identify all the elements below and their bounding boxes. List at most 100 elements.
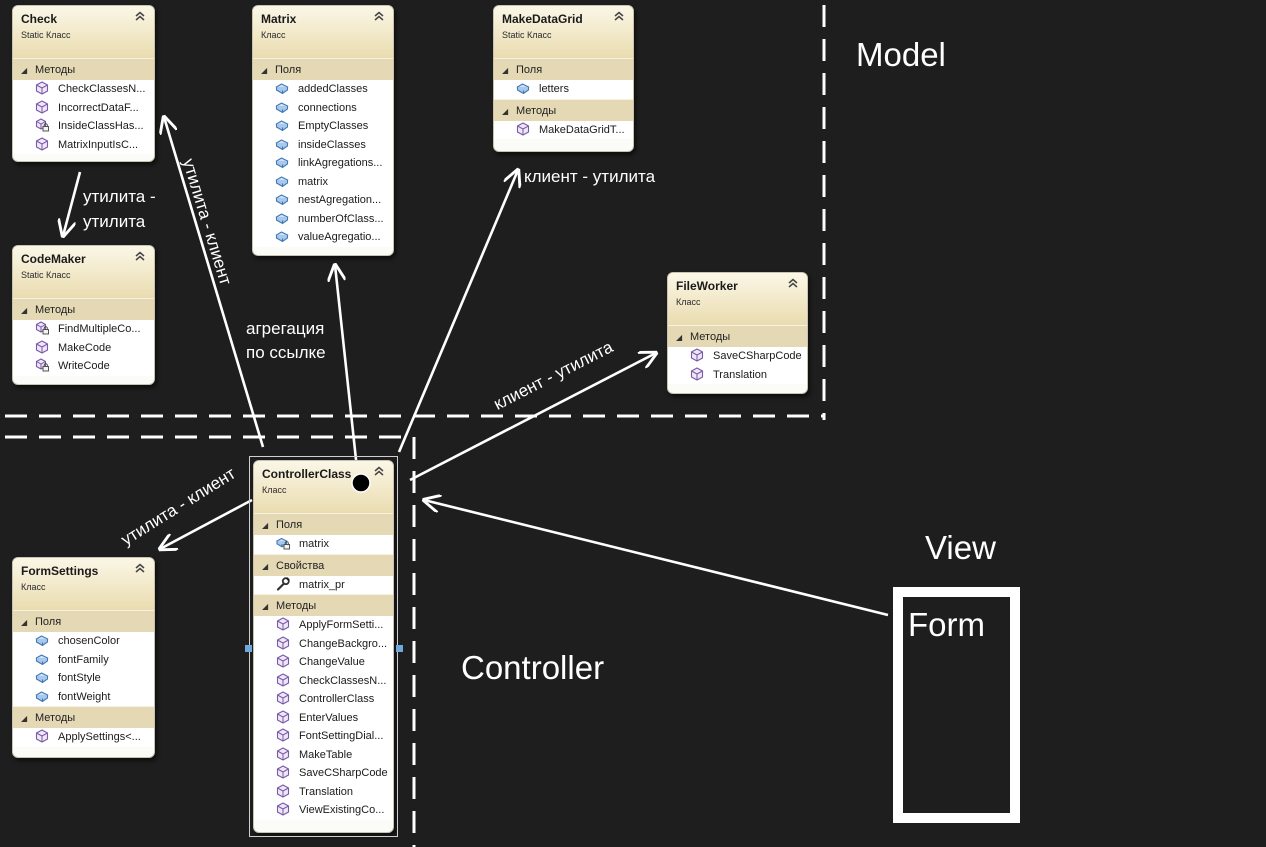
arrow-controller-to-fileworker — [409, 353, 656, 482]
section-header[interactable]: ◢Методы — [668, 325, 807, 347]
section-header[interactable]: ◢Поля — [253, 58, 393, 80]
class-member[interactable]: WriteCode — [13, 357, 154, 376]
class-member[interactable]: addedClasses — [253, 80, 393, 99]
class-member[interactable]: chosenColor — [13, 632, 154, 651]
class-member[interactable]: SaveCSharpCode — [254, 764, 393, 783]
class-member[interactable]: ApplySettings<... — [13, 728, 154, 747]
section-header[interactable]: ◢Методы — [13, 298, 154, 320]
method-icon — [276, 672, 290, 687]
class-member[interactable]: SaveCSharpCode — [668, 347, 807, 366]
section-header[interactable]: ◢Методы — [13, 706, 154, 728]
collapse-chevrons-icon[interactable] — [613, 10, 625, 24]
class-member[interactable]: ViewExistingCo... — [254, 801, 393, 820]
field-icon — [275, 155, 289, 169]
class-member[interactable]: fontFamily — [13, 650, 154, 669]
class-member[interactable]: matrix_pr — [254, 575, 393, 594]
class-member[interactable]: matrix — [254, 535, 393, 554]
class-member[interactable]: MakeTable — [254, 745, 393, 764]
section-header[interactable]: ◢Поля — [254, 513, 393, 535]
member-name: IncorrectDataF... — [58, 101, 139, 114]
class-member[interactable]: linkAgregations... — [253, 154, 393, 173]
collapse-triangle-icon[interactable]: ◢ — [502, 106, 509, 116]
collapse-triangle-icon[interactable]: ◢ — [502, 66, 509, 75]
class-member[interactable]: InsideClassHas... — [13, 117, 154, 136]
collapse-triangle-icon[interactable]: ◢ — [262, 561, 269, 571]
section-header[interactable]: ◢Свойства — [254, 553, 393, 576]
collapse-chevrons-icon[interactable] — [787, 277, 799, 291]
class-member[interactable]: CheckClassesN... — [254, 671, 393, 690]
section-title: Поля — [35, 616, 62, 628]
member-name: fontFamily — [58, 653, 109, 666]
class-member[interactable]: numberOfClass... — [253, 209, 393, 228]
class-member[interactable]: EmptyClasses — [253, 117, 393, 136]
class-member[interactable]: FindMultipleCo... — [13, 320, 154, 339]
class-member[interactable]: EnterValues — [254, 708, 393, 727]
class-member[interactable]: valueAgregatio... — [253, 228, 393, 247]
class-member[interactable]: letters — [494, 80, 633, 99]
collapse-chevrons-icon[interactable] — [134, 562, 146, 576]
collapse-triangle-icon[interactable]: ◢ — [262, 602, 269, 611]
class-member[interactable]: ChangeValue — [254, 653, 393, 672]
collapse-triangle-icon[interactable]: ◢ — [262, 521, 269, 530]
class-member[interactable]: ControllerClass — [254, 690, 393, 709]
class-member[interactable]: IncorrectDataF... — [13, 98, 154, 117]
method-icon — [276, 746, 290, 761]
class-member[interactable]: ApplyFormSetti... — [254, 616, 393, 635]
class-member[interactable]: MatrixInputIsC... — [13, 135, 154, 154]
section-header[interactable]: ◢ Поля — [13, 610, 154, 632]
member-name: ApplyFormSetti... — [299, 619, 384, 631]
section-header[interactable]: ◢Методы — [494, 98, 633, 121]
collapse-triangle-icon[interactable]: ◢ — [676, 333, 683, 342]
class-member[interactable]: MakeDataGridT... — [494, 120, 633, 139]
class-member[interactable]: nestAgregation... — [253, 191, 393, 210]
class-member[interactable]: Translation — [254, 782, 393, 801]
section-header[interactable]: ◢Методы — [254, 594, 393, 616]
field-icon — [275, 118, 289, 132]
form-box[interactable] — [893, 587, 1020, 823]
class-member[interactable]: fontStyle — [13, 669, 154, 688]
collapse-chevrons-icon[interactable] — [134, 250, 146, 264]
class-member[interactable]: FontSettingDial... — [254, 727, 393, 746]
member-name: fontWeight — [58, 690, 111, 703]
class-member[interactable]: Translation — [668, 365, 807, 384]
field-icon — [275, 100, 289, 114]
collapse-chevrons-icon[interactable] — [134, 10, 146, 24]
collapse-triangle-icon[interactable]: ◢ — [261, 66, 268, 75]
class-member[interactable]: fontWeight — [13, 687, 154, 706]
collapse-chevrons-icon[interactable] — [373, 465, 385, 479]
class-member[interactable]: matrix — [253, 172, 393, 191]
section-header[interactable]: ◢Поля — [494, 58, 633, 80]
class-member[interactable]: insideClasses — [253, 135, 393, 154]
collapse-triangle-icon[interactable]: ◢ — [21, 618, 28, 627]
class-member[interactable]: MakeCode — [13, 338, 154, 357]
section-header[interactable]: ◢Методы — [13, 58, 154, 80]
member-name: InsideClassHas... — [58, 120, 144, 132]
member-name: chosenColor — [58, 635, 120, 647]
collapse-triangle-icon[interactable]: ◢ — [21, 714, 28, 723]
resize-handle-right[interactable] — [396, 645, 403, 652]
method-icon — [276, 783, 290, 798]
class-member[interactable]: ChangeBackgro... — [254, 634, 393, 653]
member-name: CheckClassesN... — [299, 674, 387, 687]
method-icon — [276, 709, 290, 724]
class-member[interactable]: connections — [253, 98, 393, 117]
resize-handle-left[interactable] — [245, 645, 252, 652]
class-member[interactable]: CheckClassesN... — [13, 80, 154, 99]
collapse-triangle-icon[interactable]: ◢ — [21, 66, 28, 75]
collapse-triangle-icon[interactable]: ◢ — [21, 306, 28, 315]
collapse-chevrons-icon[interactable] — [373, 10, 385, 24]
